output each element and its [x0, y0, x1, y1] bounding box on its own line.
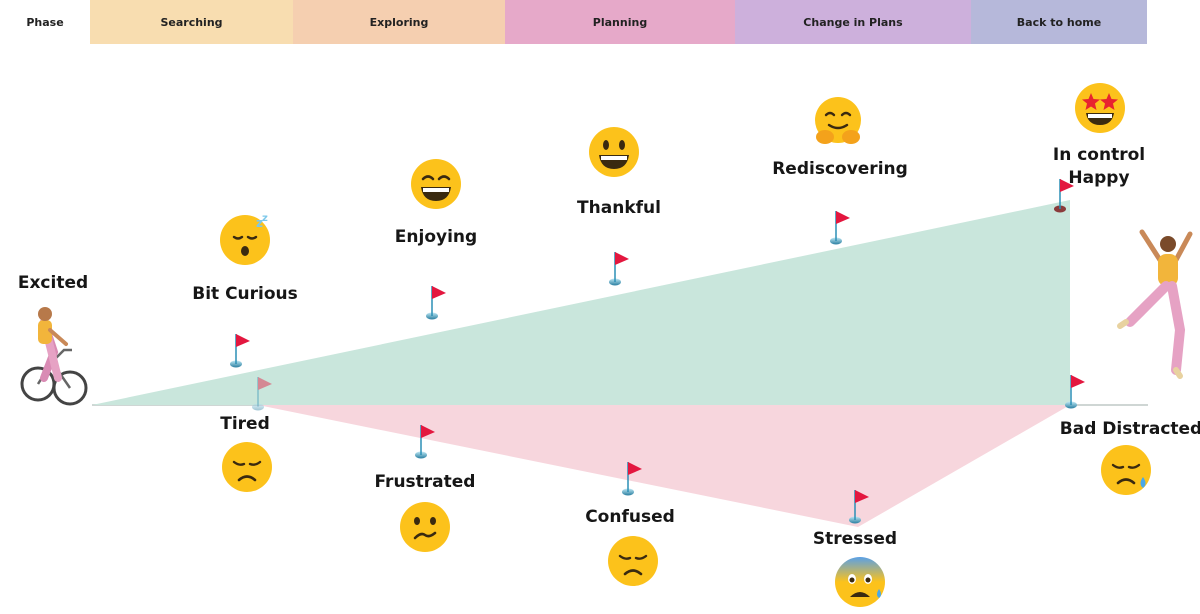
flag-rediscovering [830, 211, 850, 245]
label-happy: Happy [1068, 168, 1130, 188]
label-confused: Confused [585, 507, 675, 527]
flag-stressed [849, 490, 869, 524]
label-excited: Excited [17, 273, 89, 293]
jumping-person-illustration [1117, 229, 1193, 379]
label-bit-curious: Bit Curious [192, 284, 298, 304]
svg-text:z: z [262, 213, 268, 224]
disappointed-face-icon [606, 534, 660, 588]
label-stressed: Stressed [812, 529, 898, 549]
disappointed-face-icon [220, 440, 274, 494]
flag-tired [252, 377, 272, 411]
cyclist-illustration [20, 307, 88, 406]
sad-sweat-face-icon [1099, 443, 1153, 497]
flag-confused [622, 462, 642, 496]
positive-area [92, 200, 1070, 405]
label-thankful: Thankful [577, 198, 661, 218]
hugging-face-icon [811, 95, 865, 149]
flag-bad-distracted [1065, 375, 1085, 409]
svg-text:z: z [256, 216, 263, 230]
flag-frustrated [415, 425, 435, 459]
phase-exploring: Exploring [293, 0, 505, 44]
label-bad-distracted: Bad Distracted [1059, 419, 1200, 439]
label-in-control: In control Happy [1053, 144, 1145, 190]
phase-change-in-plans: Change in Plans [735, 0, 971, 44]
label-in-control-line1: In control [1052, 145, 1146, 165]
phase-planning: Planning [505, 0, 735, 44]
phase-back-to-home: Back to home [971, 0, 1147, 44]
phase-searching: Searching [90, 0, 293, 44]
label-frustrated: Frustrated [374, 472, 476, 492]
phase-bar: Phase Searching Exploring Planning Chang… [0, 0, 1200, 44]
label-rediscovering: Rediscovering [772, 159, 908, 179]
label-enjoying: Enjoying [394, 227, 478, 247]
star-struck-face-icon [1073, 81, 1127, 135]
grinning-squinting-face-icon [409, 157, 463, 211]
confused-face-icon [398, 500, 452, 554]
label-tired: Tired [220, 414, 270, 434]
anxious-sweat-face-icon [833, 555, 887, 609]
phase-header: Phase [26, 15, 64, 29]
flag-in-control [1054, 179, 1074, 213]
flag-thankful [609, 252, 629, 286]
flag-bit-curious [230, 334, 250, 368]
grinning-face-icon [587, 125, 641, 179]
flag-enjoying [426, 286, 446, 320]
